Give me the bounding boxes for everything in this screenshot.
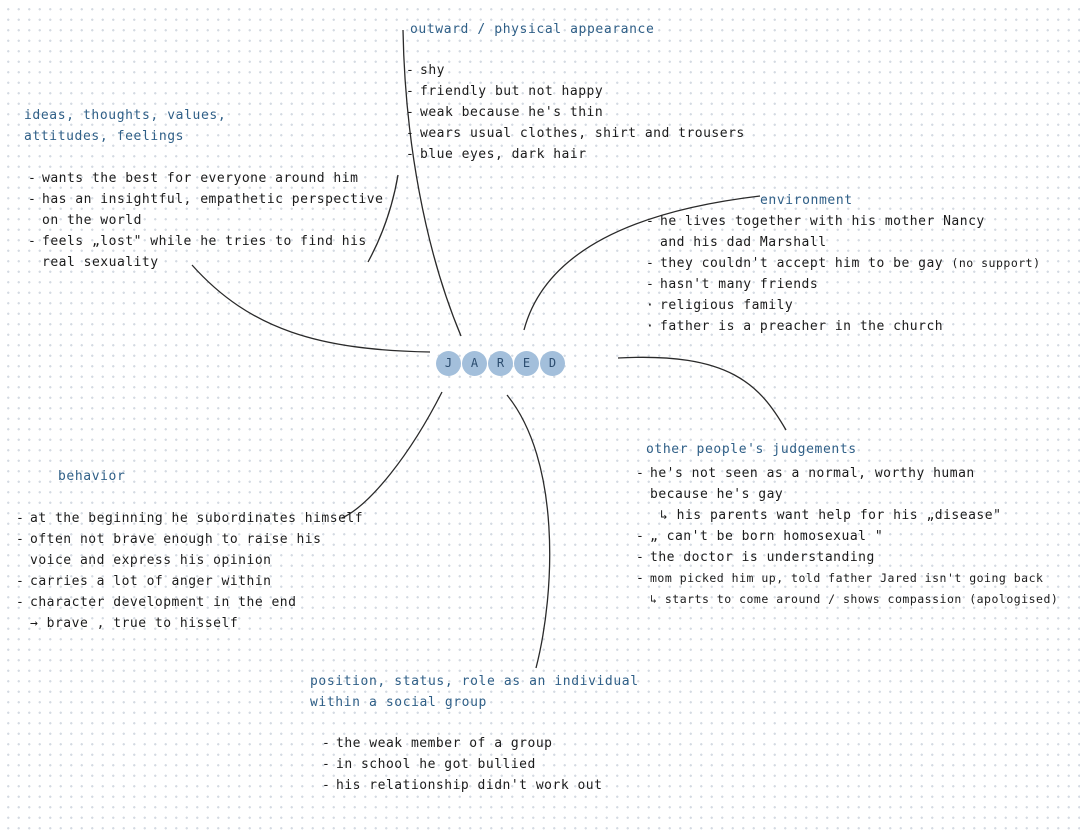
environment-list: -he lives together with his mother Nancy… [646,211,1041,337]
list-item: ↳ starts to come around / shows compassi… [650,592,1059,606]
connector-environment [523,195,761,331]
list-item: -in school he got bullied [322,757,536,772]
center-name-jared: J A R E D [436,351,565,376]
connector-judgements [617,356,787,431]
position-heading: position, status, role as an individual … [310,674,639,710]
list-item: -has an insightful, empathetic perspecti… [28,192,384,207]
center-letter: A [462,351,487,376]
list-item: -at the beginning he subordinates himsel… [16,511,364,526]
judgements-heading: other people's judgements [646,442,857,457]
connector-appearance [402,29,462,337]
list-item: -his relationship didn't work out [322,778,603,793]
ideas-heading: ideas, thoughts, values, attitudes, feel… [24,108,227,144]
connector-position [506,394,551,669]
list-item: -blue eyes, dark hair [406,147,587,162]
center-letter: E [514,351,539,376]
list-item: -wears usual clothes, shirt and trousers [406,126,745,141]
list-item: -shy [406,63,445,78]
list-item: ·religious family [646,298,794,313]
list-item: -mom picked him up, told father Jared is… [636,571,1044,586]
list-item: -wants the best for everyone around him [28,171,359,186]
list-item: -friendly but not happy [406,84,604,99]
connector-behavior [341,391,443,519]
list-item: → brave , true to hisself [30,616,239,631]
behavior-heading: behavior [58,469,126,484]
list-item: because he's gay [650,487,784,502]
environment-heading: environment [760,193,853,208]
list-item: -weak because he's thin [406,105,604,120]
center-letter: R [488,351,513,376]
list-item: on the world [42,213,142,228]
list-item: -„ can't be born homosexual " [636,529,884,544]
list-item: -the weak member of a group [322,736,553,751]
judgements-list: -he's not seen as a normal, worthy human… [636,463,1058,610]
connector-ideas-upper [367,174,399,263]
list-item: -feels „lost" while he tries to find his [28,234,367,249]
list-item: voice and express his opinion [30,553,272,568]
list-item: -often not brave enough to raise his [16,532,322,547]
list-item: -carries a lot of anger within [16,574,272,589]
connector-ideas [191,264,431,353]
ideas-list: -wants the best for everyone around him … [28,168,383,273]
list-item: -hasn't many friends [646,277,819,292]
appearance-heading: outward / physical appearance [410,22,655,37]
list-item: -they couldn't accept him to be gay (no … [646,256,1041,271]
behavior-list: -at the beginning he subordinates himsel… [16,508,363,634]
center-letter: D [540,351,565,376]
list-item: -character development in the end [16,595,297,610]
list-item: ·father is a preacher in the church [646,319,944,334]
center-letter: J [436,351,461,376]
list-item: real sexuality [42,255,159,270]
appearance-list: -shy -friendly but not happy -weak becau… [406,60,745,165]
list-item: -he's not seen as a normal, worthy human [636,466,975,481]
list-item: -the doctor is understanding [636,550,875,565]
list-item: ↳ his parents want help for his „disease… [660,508,1002,523]
list-item: and his dad Marshall [660,235,827,250]
position-list: -the weak member of a group -in school h… [322,733,602,796]
list-item: -he lives together with his mother Nancy [646,214,985,229]
